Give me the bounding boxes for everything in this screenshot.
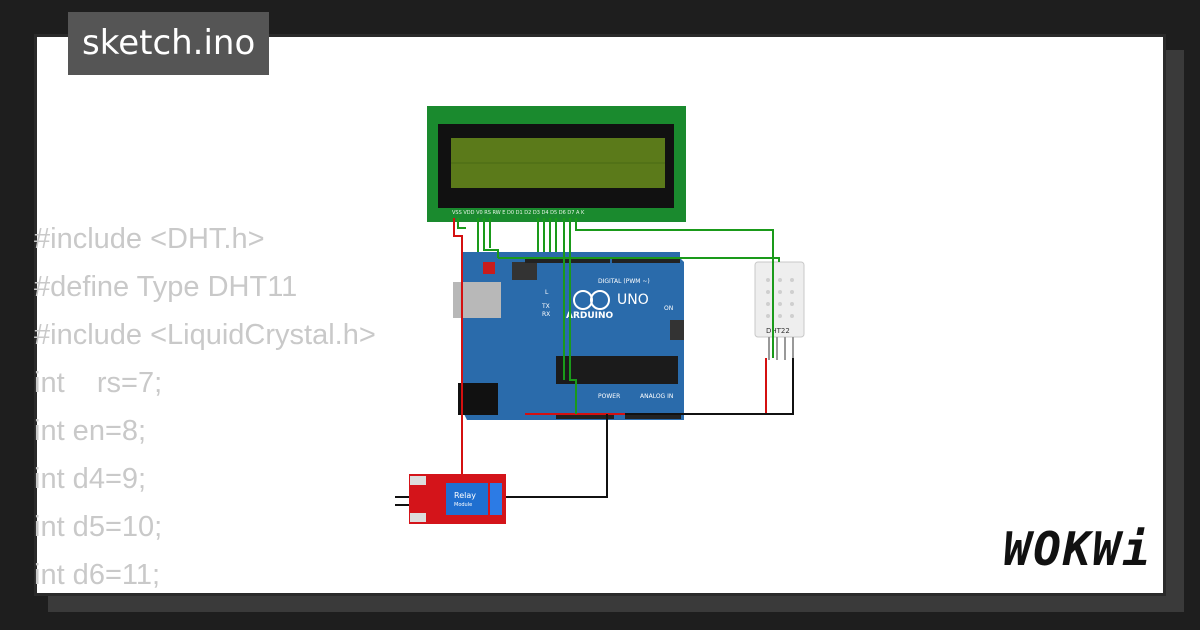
analog-label: ANALOG IN (640, 393, 673, 400)
code-line: int d6=11; (34, 559, 161, 591)
rx-label: RX (542, 311, 550, 318)
sensor-label: DHT22 (766, 327, 790, 335)
digital-label: DIGITAL (PWM ~) (598, 278, 650, 285)
code-line: int d5=10; (34, 511, 163, 543)
relay-label: Relay (454, 491, 476, 500)
arduino-board[interactable]: UNO ARDUINO DIGITAL (PWM ~) ANALOG IN PO… (453, 252, 684, 420)
reset-button[interactable] (483, 262, 495, 274)
file-name: sketch.ino (82, 23, 256, 63)
code-line: int en=8; (34, 415, 147, 447)
code-line: int d4=9; (34, 463, 147, 495)
l-label: L (545, 289, 549, 296)
code-line: #include <DHT.h> (34, 223, 265, 255)
wokwi-logo: WOKWi (1003, 522, 1152, 576)
relay-sub-label: Module (454, 502, 472, 508)
tx-label: TX (541, 303, 550, 310)
relay-module[interactable]: Relay Module (409, 474, 506, 524)
code-line: #include <LiquidCrystal.h> (34, 319, 376, 351)
file-tab[interactable]: sketch.ino (68, 12, 270, 75)
code-line: int rs=7; (34, 367, 163, 399)
board-brand: ARDUINO (566, 311, 614, 321)
on-label: ON (664, 305, 673, 312)
code-preview: #include <DHT.h> #define Type DHT11 #inc… (34, 215, 376, 599)
lcd-pin-labels: VSS VDD V0 RS RW E D0 D1 D2 D3 D4 D5 D6 … (452, 210, 585, 216)
board-logo: UNO (617, 292, 649, 308)
wires (395, 218, 794, 506)
dht-sensor[interactable]: DHT22 (754, 261, 805, 360)
code-line: #define Type DHT11 (34, 271, 298, 303)
lcd-display[interactable]: VSS VDD V0 RS RW E D0 D1 D2 D3 D4 D5 D6 … (427, 106, 686, 222)
power-label: POWER (598, 393, 620, 400)
